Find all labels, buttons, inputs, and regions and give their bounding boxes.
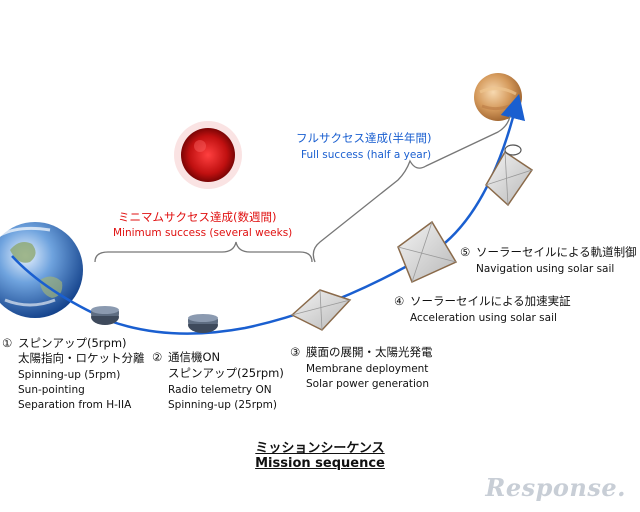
minimum-success-en: Minimum success (several weeks) (113, 227, 293, 239)
caption-jp: ミッションシーケンス (255, 441, 385, 456)
full-success-brace (312, 115, 511, 263)
full-success-jp: フルサクセス達成(半年間) (296, 131, 432, 145)
step-1-line-5: Separation from H-IIA (18, 399, 132, 411)
spacecraft-stowed-1 (91, 306, 119, 325)
minimum-success-jp: ミニマムサクセス達成(数週間) (118, 210, 277, 224)
caption-en: Mission sequence (255, 456, 385, 471)
step-2-line-1: 通信機ON (168, 350, 221, 364)
step-5-line-1: ソーラーセイルによる軌道制御 (476, 245, 637, 259)
spacecraft-stowed-2 (188, 314, 218, 333)
step-4-line-2: Acceleration using solar sail (410, 312, 557, 324)
solar-sail-deployed-4 (397, 220, 458, 284)
earth-icon (0, 222, 83, 318)
step-5-number: ⑤ (460, 245, 471, 259)
solar-sail-deployed-3 (290, 289, 352, 331)
response-logo: Response. (485, 473, 626, 502)
watermark-text: Response. (485, 473, 626, 502)
step-4-line-1: ソーラーセイルによる加速実証 (410, 294, 571, 308)
full-success-en: Full success (half a year) (301, 149, 432, 161)
trajectory-arc (11, 93, 526, 335)
step-1-line-1: スピンアップ(5rpm) (18, 336, 127, 350)
step-4-number: ④ (394, 294, 405, 308)
solar-sail-deployed-5 (485, 144, 534, 207)
step-2-line-4: Spinning-up (25rpm) (168, 399, 278, 411)
step-1-line-3: Spinning-up (5rpm) (18, 369, 121, 381)
sun-icon (174, 121, 242, 189)
step-5-line-2: Navigation using solar sail (476, 263, 615, 275)
step-1-line-4: Sun-pointing (18, 384, 85, 396)
step-1-number: ① (2, 336, 13, 350)
step-3-line-2: Membrane deployment (306, 363, 429, 375)
step-3-number: ③ (290, 345, 301, 359)
step-2-line-3: Radio telemetry ON (168, 384, 272, 396)
step-3-line-3: Solar power generation (306, 378, 429, 390)
minimum-success-brace (94, 241, 313, 263)
step-3-line-1: 膜面の展開・太陽光発電 (306, 345, 433, 359)
step-1-line-2: 太陽指向・ロケット分離 (18, 351, 145, 365)
step-2-line-2: スピンアップ(25rpm) (168, 366, 284, 380)
step-2-number: ② (152, 350, 163, 364)
